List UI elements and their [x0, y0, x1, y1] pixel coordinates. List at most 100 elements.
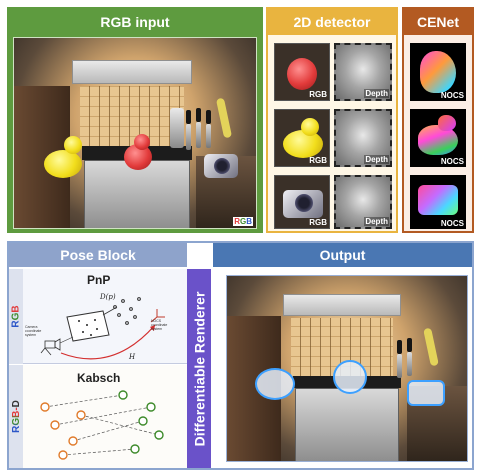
image-plane	[66, 310, 110, 342]
plane-point	[86, 324, 88, 326]
kabsch-panel: RGB-D Kabsch	[9, 365, 187, 468]
rendered-yellow-duck	[255, 368, 295, 400]
red-duck-head	[134, 134, 150, 150]
target-point	[146, 402, 156, 412]
source-point	[68, 436, 78, 446]
correspondence-line	[72, 420, 144, 442]
pnp-title: PnP	[87, 273, 111, 287]
nocs-axis	[150, 316, 158, 323]
pnp-diagram	[40, 297, 165, 360]
cloud-point	[137, 297, 141, 301]
kabsch-modality-label: RGB-D	[10, 400, 22, 433]
rgb-input-image: RGB	[13, 37, 257, 229]
detector-panel: 2D detector RGB Depth RGB Depth RGB Dept…	[266, 7, 398, 233]
pnp-modality-label: RGB	[10, 305, 22, 328]
camera-icon	[40, 338, 61, 356]
correspondence-line	[54, 406, 152, 426]
detector-rgb-crop-3: RGB	[274, 175, 330, 229]
cloud-point	[117, 313, 121, 317]
nocs-shape-3	[418, 185, 458, 215]
cloud-point	[133, 315, 137, 319]
detector-rgb-crop-1: RGB	[274, 43, 330, 101]
correspondence-line	[80, 414, 160, 436]
projection-line	[59, 336, 74, 344]
source-point	[76, 410, 86, 420]
nocs-map-3: NOCS	[410, 175, 466, 229]
plane-point	[78, 320, 80, 322]
kabsch-diagram	[40, 390, 164, 460]
h-label: H	[129, 353, 136, 361]
knife-blade-2	[196, 122, 201, 148]
banana	[215, 97, 233, 139]
detector-depth-label-3: Depth	[364, 217, 389, 226]
cenet-title: CENet	[404, 9, 472, 35]
cloud-point	[121, 299, 125, 303]
detector-rgb-label-3: RGB	[309, 218, 327, 227]
nocs-label-2: NOCS	[440, 157, 464, 166]
rgb-corner-label-text: RGB	[234, 217, 252, 226]
target-point	[130, 444, 140, 454]
detector-rgb-label-1: RGB	[309, 90, 327, 99]
plane-point	[94, 319, 96, 321]
detector-rgb-label-2: RGB	[309, 156, 327, 165]
differentiable-renderer-bar: Differentiable Renderer	[187, 269, 211, 468]
yellow-duck	[44, 150, 82, 178]
yellow-duck-head	[64, 136, 82, 154]
output-header: Output	[213, 243, 472, 267]
backsplash-grout	[80, 86, 184, 146]
cenet-panel: CENet NOCS NOCS NOCS	[402, 7, 474, 233]
output-knife-handle-1	[397, 340, 402, 354]
plane-point	[96, 328, 98, 330]
source-point	[50, 420, 60, 430]
rendered-red-duck	[333, 360, 367, 394]
target-point	[118, 390, 128, 400]
cloud-point	[129, 307, 133, 311]
pnp-modality-tag: RGB	[9, 269, 23, 364]
output-image	[226, 275, 468, 462]
nocs-map-2: NOCS	[410, 109, 466, 167]
stove	[84, 160, 190, 228]
rgb-corner-label: RGB	[233, 217, 253, 226]
output-knife-blade-1	[397, 354, 402, 378]
cloud-point	[125, 321, 129, 325]
knife-handle-1	[186, 110, 191, 124]
kabsch-modality-tag: RGB-D	[9, 365, 23, 468]
plane-point	[82, 331, 84, 333]
detector-title: 2D detector	[268, 9, 396, 35]
detector-depth-label-2: Depth	[364, 155, 389, 164]
source-point	[58, 450, 68, 460]
camera-crop-lens	[295, 194, 313, 212]
pnp-panel: RGB PnP	[9, 269, 187, 364]
target-point	[154, 430, 164, 440]
output-knife-handle-2	[407, 338, 412, 352]
nocs-coord-text: NOCS coordinate system	[151, 319, 168, 331]
detector-depth-label-1: Depth	[364, 89, 389, 98]
differentiable-renderer-label: Differentiable Renderer	[191, 291, 208, 446]
kabsch-title: Kabsch	[77, 371, 121, 385]
rgb-input-title: RGB input	[100, 14, 170, 30]
arrow-icon	[60, 324, 156, 360]
detector-depth-2: Depth	[334, 109, 392, 167]
yellow-duck-crop	[283, 130, 323, 158]
camera-coord-text: Camera coordinate system	[25, 325, 42, 337]
rgb-input-panel: RGB input RGB	[7, 7, 263, 233]
output-banana	[423, 327, 439, 367]
detector-rgb-crop-2: RGB	[274, 109, 330, 167]
knife-blade-1	[186, 124, 191, 150]
dp-arrow	[102, 306, 118, 316]
rendered-camera	[407, 380, 445, 406]
plane-point	[90, 334, 92, 336]
nocs-shape-1	[420, 51, 456, 93]
correspondence-line	[62, 448, 136, 456]
camera-lens	[214, 158, 230, 174]
detector-depth-3: Depth	[334, 175, 392, 229]
target-point	[138, 416, 148, 426]
knife-handle-3	[206, 110, 211, 124]
detector-depth-1: Depth	[334, 43, 392, 101]
pose-block-header: Pose Block	[9, 243, 187, 267]
source-point	[40, 402, 50, 412]
yellow-duck-crop-head	[301, 118, 319, 136]
nocs-map-1: NOCS	[410, 43, 466, 101]
blender	[170, 108, 184, 148]
nocs-label-3: NOCS	[440, 219, 464, 228]
